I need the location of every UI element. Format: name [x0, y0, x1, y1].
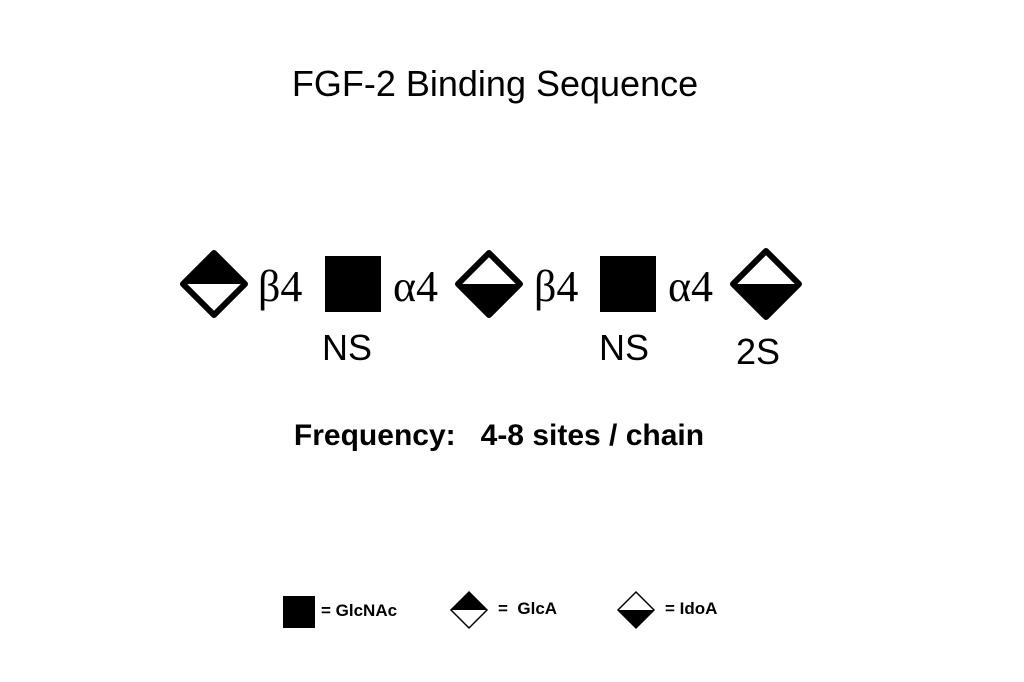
- idoa-diamond-icon: [455, 250, 523, 318]
- linkage-alpha4: α4: [393, 262, 439, 311]
- modification-2s: 2S: [736, 331, 781, 372]
- glcnac-square-icon: [283, 596, 315, 628]
- legend-glcnac: = GlcNAc: [321, 601, 398, 620]
- glcnac-square-icon: [325, 256, 381, 312]
- modification-ns: NS: [599, 327, 650, 368]
- linkage-beta4: β4: [258, 262, 303, 311]
- frequency-text: Frequency: 4-8 sites / chain: [293, 419, 705, 452]
- glca-diamond-icon: [449, 590, 489, 630]
- idoa-diamond-icon: [730, 248, 802, 320]
- linkage-beta4: β4: [534, 262, 579, 311]
- glca-diamond-icon: [180, 250, 248, 318]
- linkage-alpha4: α4: [668, 262, 714, 311]
- idoa-diamond-icon: [616, 590, 656, 630]
- diagram-title: FGF-2 Binding Sequence: [291, 63, 699, 104]
- modification-ns: NS: [322, 327, 373, 368]
- glcnac-square-icon: [600, 256, 656, 312]
- legend-glca: = GlcA: [498, 599, 558, 618]
- legend-idoa: = IdoA: [665, 599, 718, 618]
